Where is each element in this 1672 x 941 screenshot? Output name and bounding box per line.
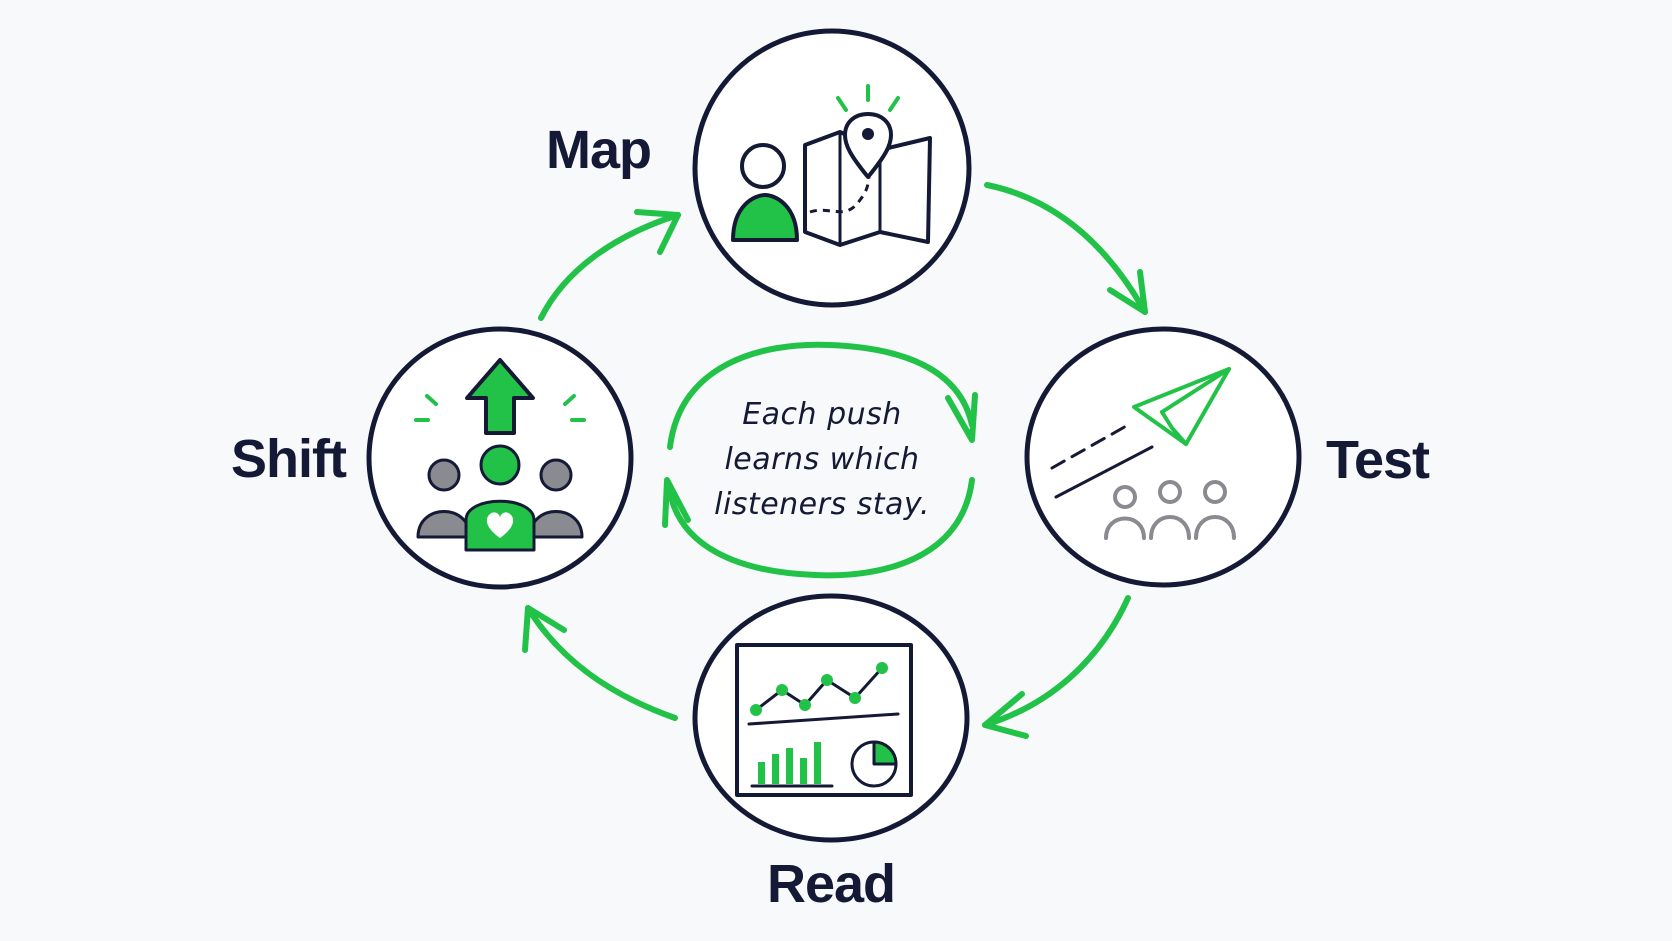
highlight-rays-icon — [414, 394, 586, 422]
step-label-shift: Shift — [231, 429, 347, 489]
step-node-read — [692, 593, 970, 843]
flight-trail-icon — [1050, 423, 1154, 499]
trend-line-icon — [750, 662, 888, 716]
person-head-icon — [740, 143, 786, 189]
bar-chart-icon — [750, 742, 834, 788]
up-arrow-icon — [465, 358, 535, 435]
center-note-line-3: listeners stay. — [714, 487, 930, 522]
center-loop-lower-arc — [667, 477, 975, 579]
audience-outline-icon — [1104, 480, 1236, 540]
step-node-test — [1024, 326, 1302, 588]
arrow-test-to-read — [982, 595, 1131, 739]
step-label-read: Read — [767, 854, 895, 914]
arrow-read-to-shift — [522, 605, 678, 721]
pin-highlight-rays-icon — [836, 84, 900, 112]
step-node-map — [692, 28, 972, 308]
center-note-line-1: Each push — [742, 397, 902, 432]
paper-plane-toward-audience-icon — [1050, 367, 1236, 540]
paper-plane-icon — [1132, 367, 1231, 446]
center-note-line-2: learns which — [724, 442, 919, 477]
side-listener-right-icon — [528, 458, 584, 539]
heart-icon — [486, 512, 514, 538]
person-body-icon — [731, 193, 799, 242]
audience-with-up-arrow-icon — [414, 358, 586, 552]
step-circle-test — [1024, 326, 1302, 588]
center-loop-upper-arrowhead — [945, 392, 978, 443]
pie-chart-icon — [850, 740, 898, 788]
step-label-test: Test — [1326, 430, 1430, 490]
arrow-map-to-test — [984, 182, 1148, 315]
person-with-map-pin-icon — [731, 84, 932, 247]
center-note: Each push learns which listeners stay. — [714, 397, 930, 522]
center-loop-lower-arrowhead — [662, 477, 691, 528]
cycle-arrows — [522, 182, 1148, 739]
center-loop-upper-arc — [667, 341, 975, 450]
loyal-listener-icon — [464, 444, 536, 552]
step-node-shift — [366, 326, 634, 590]
step-label-map: Map — [546, 120, 651, 180]
map-pin-icon — [843, 112, 893, 179]
arrow-shift-to-map — [538, 209, 681, 321]
analytics-dashboard-icon — [735, 643, 913, 797]
center-loop — [662, 341, 978, 579]
